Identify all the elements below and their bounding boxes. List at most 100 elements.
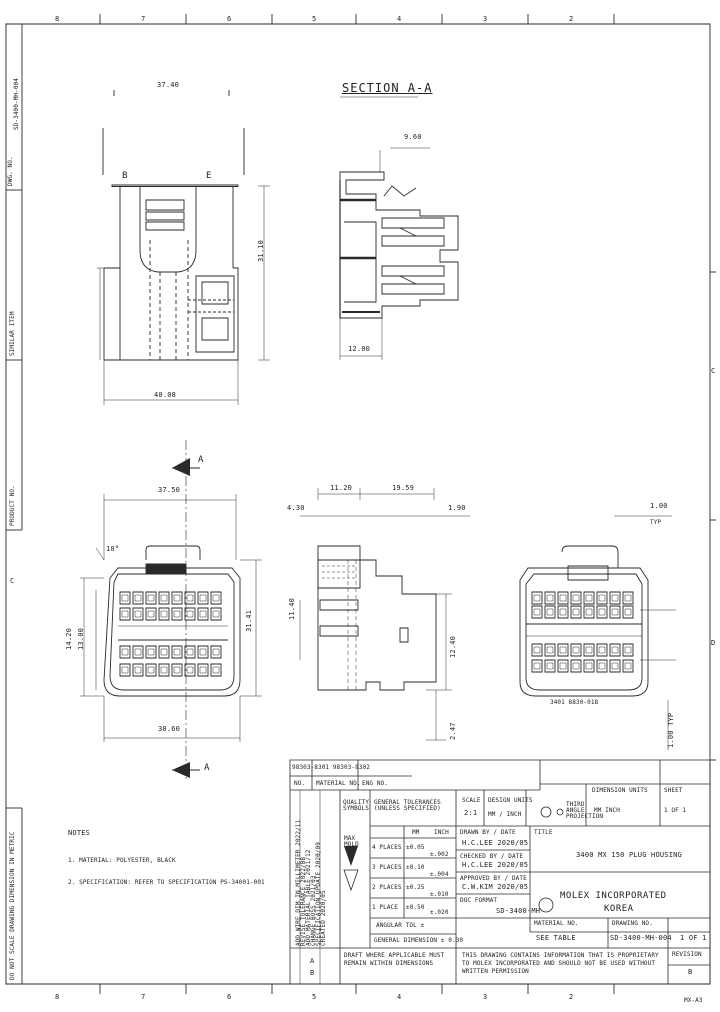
- tol-header-mm: MM: [412, 829, 420, 836]
- cavity: [571, 644, 581, 656]
- cavity: [198, 592, 208, 604]
- cavity: [198, 646, 208, 658]
- cavity: [545, 660, 555, 672]
- cavity: [558, 644, 568, 656]
- approved-by-value: C.W.KIM 2020/05: [462, 883, 529, 891]
- cavity-inner: [586, 663, 592, 669]
- cavity: [571, 660, 581, 672]
- cavity-inner: [560, 609, 566, 615]
- doc-format-label: DOC FORMAT: [460, 897, 498, 904]
- side-dim-a: 11.20: [330, 484, 353, 492]
- cavity: [185, 646, 195, 658]
- rear-marking: 3401 8830-018: [550, 699, 599, 706]
- cavity: [185, 608, 195, 620]
- title-block-lines: [290, 760, 710, 984]
- sheet-value: 1 OF 1: [664, 807, 687, 814]
- front-dimensions: [80, 548, 262, 742]
- cavity-inner: [534, 647, 540, 653]
- side-dim-left: 11.40: [288, 597, 296, 620]
- col-no: NO.: [294, 780, 306, 787]
- cavity: [584, 606, 594, 618]
- cavity: [545, 644, 555, 656]
- dimension-units-values: MM INCH: [594, 807, 620, 814]
- cavity: [146, 592, 156, 604]
- top-view: [97, 90, 270, 405]
- sheet-label: SHEET: [664, 787, 683, 794]
- cavity-inner: [200, 667, 206, 673]
- cavity: [172, 664, 182, 676]
- left-note: DRAFT WHERE APPLICABLE MUST REMAIN WITHI…: [344, 952, 445, 967]
- cavity-inner: [599, 647, 605, 653]
- section-dim-top: 9.60: [404, 133, 422, 141]
- cavity: [185, 664, 195, 676]
- cavity-inner: [560, 595, 566, 601]
- third-angle: THIRD ANGLE PROJECTION: [566, 801, 604, 820]
- top-view-label-e: E: [206, 171, 212, 181]
- rear-dim-side: 1.00 TYP: [667, 712, 675, 748]
- material-top: 98303-8301 98303-8302: [292, 764, 370, 771]
- zone-right-2: D: [711, 639, 716, 647]
- cavity: [597, 606, 607, 618]
- dwg-no-label: DWG. NO.: [7, 156, 14, 186]
- tol-header-inch: INCH: [434, 829, 449, 836]
- cavity: [623, 644, 633, 656]
- tol-mm-3: ±0.10: [406, 864, 425, 871]
- rear-dim-top-sub: TYP: [650, 519, 662, 526]
- cavity: [532, 606, 542, 618]
- tol-mm-2: ±0.25: [406, 884, 425, 891]
- cavity: [159, 664, 169, 676]
- drawing-no-label: DRAWING NO.: [612, 920, 653, 927]
- cavity-inner: [174, 611, 180, 617]
- cavity-inner: [573, 647, 579, 653]
- checked-by-label: CHECKED BY / DATE: [460, 853, 524, 860]
- cavity: [120, 664, 130, 676]
- revision-mark-a: A: [310, 957, 315, 965]
- cavity: [198, 664, 208, 676]
- cavity-inner: [573, 609, 579, 615]
- cavity-inner: [625, 647, 631, 653]
- zone-bottom-3: 6: [227, 993, 232, 1001]
- tol-inch-2: ±.010: [430, 891, 449, 898]
- cavity: [172, 646, 182, 658]
- col-material: MATERIAL NO.: [316, 780, 361, 787]
- cavity-inner: [534, 595, 540, 601]
- cavity: [610, 660, 620, 672]
- cavity-inner: [586, 609, 592, 615]
- side-view: [300, 488, 470, 740]
- cavity: [185, 592, 195, 604]
- max-mold-label: MAX MOLD: [344, 835, 359, 848]
- zone-bottom-5: 4: [397, 993, 402, 1001]
- cavity: [584, 592, 594, 604]
- cavity: [133, 608, 143, 620]
- cavity-inner: [625, 609, 631, 615]
- cavity-inner: [187, 611, 193, 617]
- cavity-inner: [560, 663, 566, 669]
- tol-inch-3: ±.004: [430, 871, 449, 878]
- cavity: [610, 606, 620, 618]
- cavity-inner: [213, 611, 219, 617]
- revision-mark-b: B: [310, 969, 315, 977]
- checked-by-value: H.C.LEE 2020/05: [462, 861, 529, 869]
- revision-entry: CREATED 2020/05: [320, 890, 327, 946]
- cavity-inner: [213, 595, 219, 601]
- zone-right-1: C: [711, 367, 716, 375]
- cavity: [172, 592, 182, 604]
- cavity-inner: [534, 609, 540, 615]
- design-units-label: DESIGN UNITS: [488, 797, 533, 804]
- cavity-inner: [612, 609, 618, 615]
- similar-item-label: SIMILAR ITEM: [9, 311, 16, 356]
- company-country: KOREA: [604, 904, 634, 914]
- cavity-inner: [547, 647, 553, 653]
- design-units-value: MM / INCH: [488, 811, 522, 818]
- place-2: 2 PLACES: [372, 884, 402, 891]
- place-3: 3 PLACES: [372, 864, 402, 871]
- front-dim-angle: 10°: [106, 545, 120, 553]
- cavity: [211, 592, 221, 604]
- zone-bottom-2: 7: [141, 993, 146, 1001]
- zone-top-1: 8: [55, 15, 60, 23]
- cavity: [532, 644, 542, 656]
- side-dim-c: 4.30: [287, 504, 305, 512]
- approved-by-label: APPROVED BY / DATE: [460, 875, 527, 882]
- cavity: [198, 608, 208, 620]
